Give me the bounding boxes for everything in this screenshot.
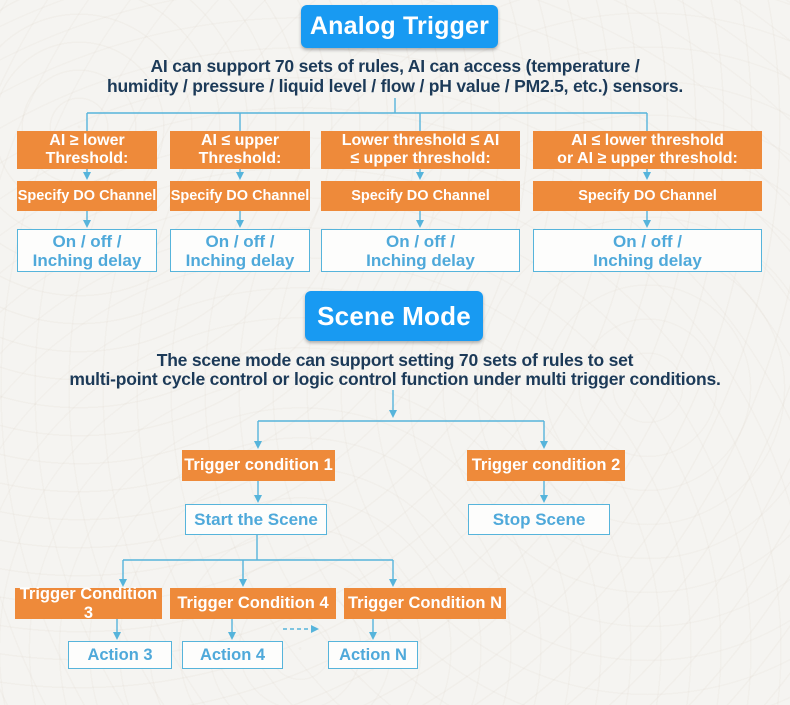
condition-box-4-line-2: or AI ≥ upper threshold: <box>557 150 738 167</box>
scene-description-line-1: The scene mode can support setting 70 se… <box>156 350 634 370</box>
analog-trigger-title: Analog Trigger <box>301 5 498 48</box>
condition-box-2-line-1: AI ≤ upper <box>200 132 280 149</box>
onoff-box-2-line-1: On / off / <box>205 231 275 251</box>
trigger-condition-3-box: Trigger Condition 3 <box>15 585 162 622</box>
condition-box-4: AI ≤ lower threshold or AI ≥ upper thres… <box>533 131 762 169</box>
scene-mode-title: Scene Mode <box>305 291 483 341</box>
action-n-box: Action N <box>328 641 418 669</box>
onoff-box-4-line-2: Inching delay <box>593 250 702 270</box>
onoff-box-2-line-2: Inching delay <box>185 250 295 270</box>
specify-do-box-4: Specify DO Channel <box>533 181 762 211</box>
condition-box-1: AI ≥ lower Threshold: <box>17 131 157 169</box>
analog-description: AI can support 70 sets of rules, AI can … <box>0 56 790 96</box>
scene-description: The scene mode can support setting 70 se… <box>0 351 790 389</box>
onoff-box-1: On / off / Inching delay <box>17 229 157 272</box>
onoff-box-4-line-1: On / off / <box>613 231 682 251</box>
stop-scene-box: Stop Scene <box>468 504 610 535</box>
action-3-box: Action 3 <box>68 641 172 669</box>
condition-box-2: AI ≤ upper Threshold: <box>170 131 310 169</box>
condition-box-1-line-2: Threshold: <box>45 150 129 167</box>
onoff-box-1-line-1: On / off / <box>52 231 122 251</box>
start-scene-box: Start the Scene <box>185 504 327 535</box>
condition-box-4-line-1: AI ≤ lower threshold <box>571 132 724 149</box>
condition-box-3-line-1: Lower threshold ≤ AI <box>341 132 500 149</box>
onoff-box-2: On / off / Inching delay <box>170 229 310 272</box>
onoff-box-4: On / off / Inching delay <box>533 229 762 272</box>
specify-do-box-2: Specify DO Channel <box>170 181 310 211</box>
condition-box-3-line-2: ≤ upper threshold: <box>350 150 491 167</box>
onoff-box-1-line-2: Inching delay <box>32 250 142 270</box>
condition-box-3: Lower threshold ≤ AI ≤ upper threshold: <box>321 131 520 169</box>
analog-description-line-1: AI can support 70 sets of rules, AI can … <box>150 56 640 76</box>
onoff-box-3-line-2: Inching delay <box>366 250 475 270</box>
analog-description-line-2: humidity / pressure / liquid level / flo… <box>106 76 684 96</box>
condition-box-1-line-1: AI ≥ lower <box>49 132 125 149</box>
action-4-box: Action 4 <box>182 641 283 669</box>
specify-do-box-1: Specify DO Channel <box>17 181 157 211</box>
trigger-condition-1-box: Trigger condition 1 <box>182 450 335 481</box>
trigger-condition-2-box: Trigger condition 2 <box>467 450 625 481</box>
specify-do-box-3: Specify DO Channel <box>321 181 520 211</box>
onoff-box-3: On / off / Inching delay <box>321 229 520 272</box>
condition-box-2-line-2: Threshold: <box>198 150 282 167</box>
trigger-condition-4-box: Trigger Condition 4 <box>170 588 336 619</box>
trigger-condition-n-box: Trigger Condition N <box>344 588 506 619</box>
scene-description-line-2: multi-point cycle control or logic contr… <box>69 369 721 389</box>
onoff-box-3-line-1: On / off / <box>386 231 455 251</box>
